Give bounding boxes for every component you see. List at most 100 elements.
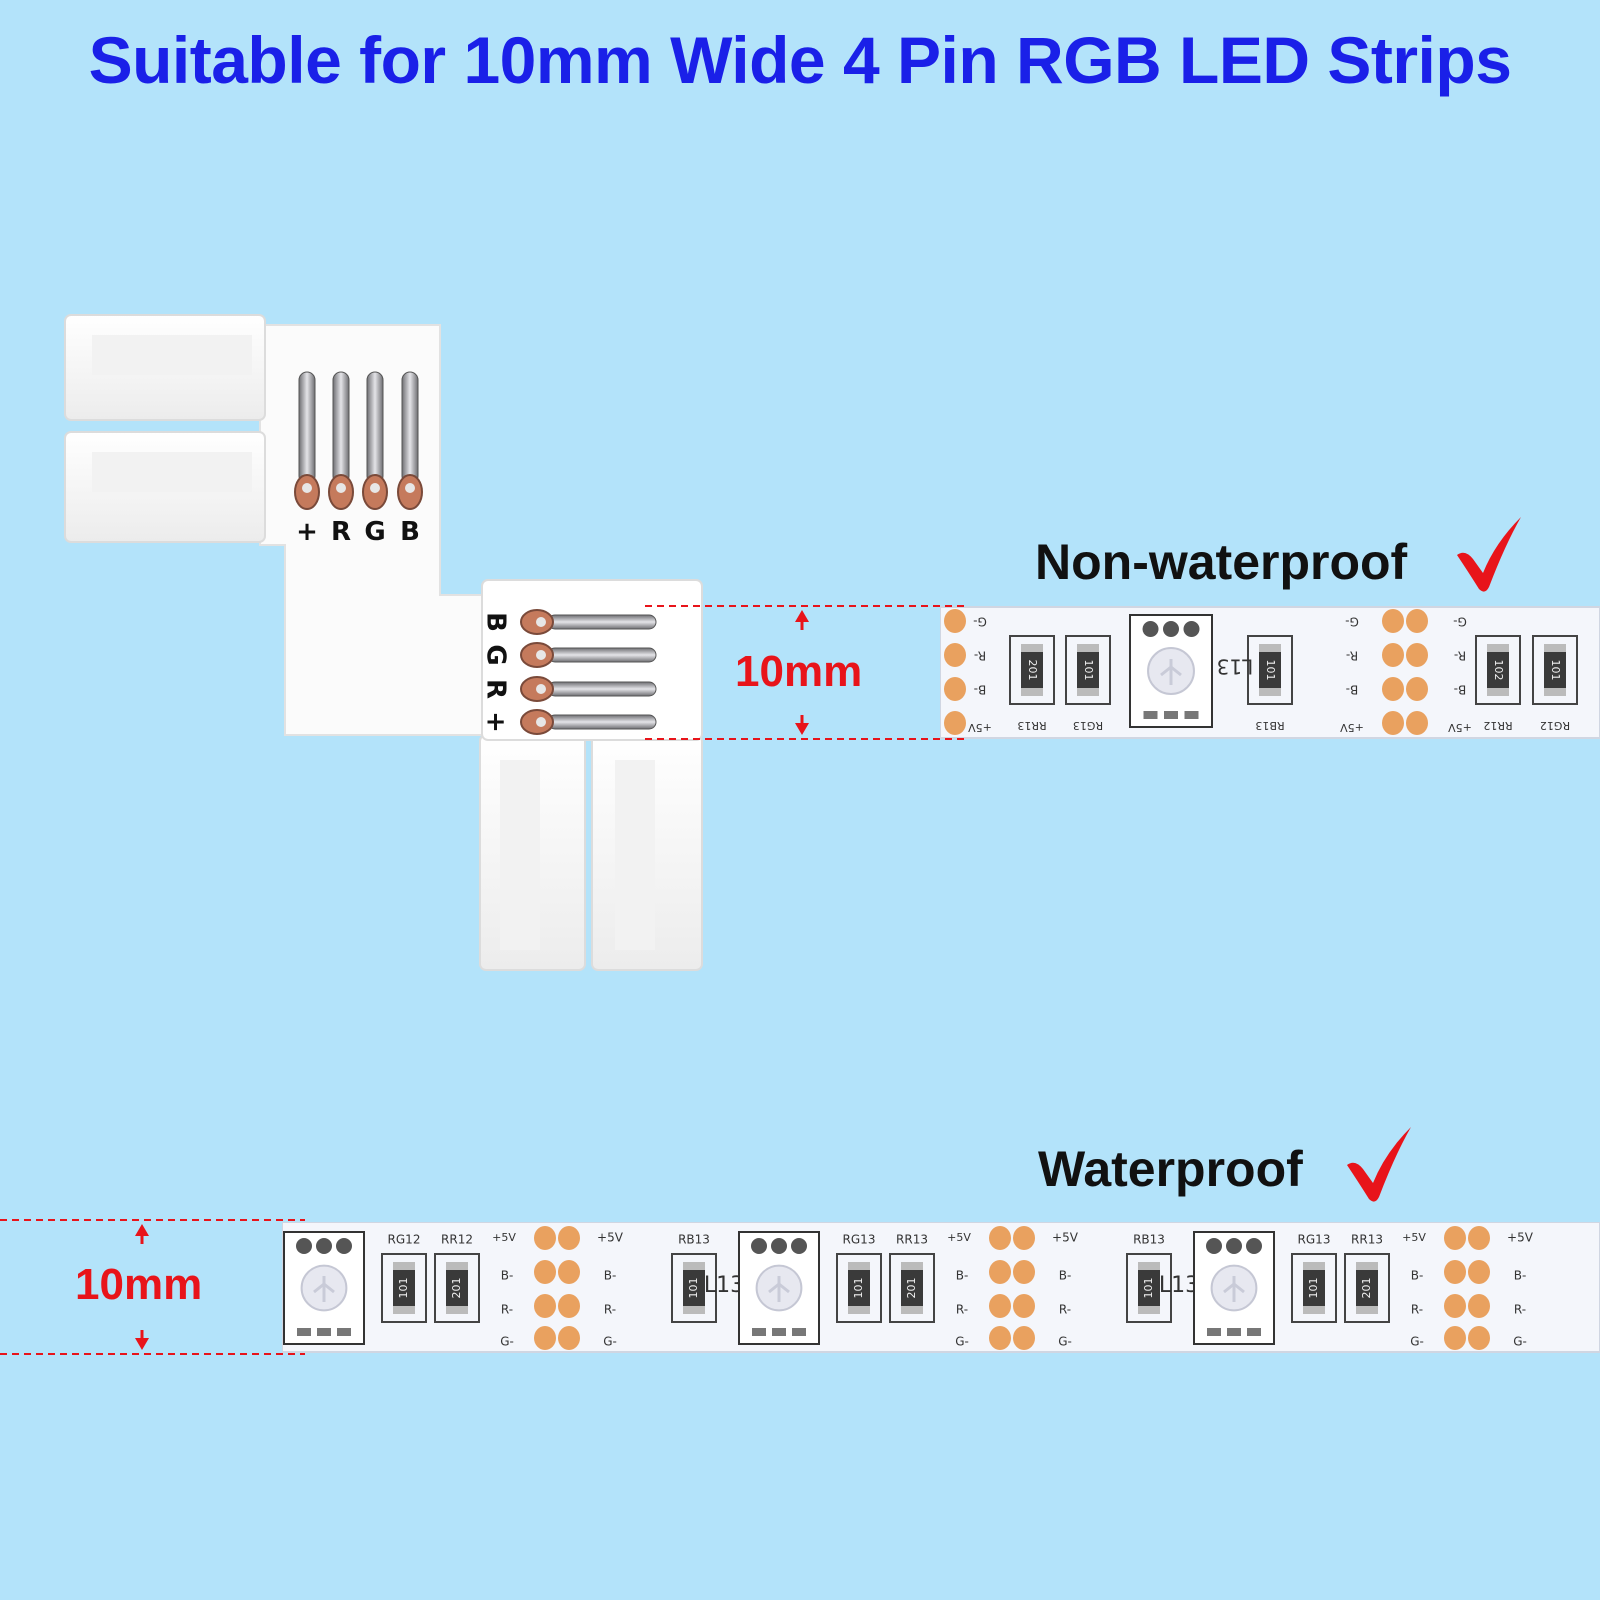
svg-text:B-: B- <box>1411 1269 1424 1283</box>
pin-label: R <box>331 517 351 547</box>
resistor: 201 <box>1344 1253 1390 1323</box>
svg-text:G-: G- <box>955 1335 969 1349</box>
svg-text:B-: B- <box>604 1269 617 1283</box>
svg-text:RG13: RG13 <box>1298 1233 1331 1247</box>
svg-text:+5V: +5V <box>1448 721 1472 734</box>
svg-text:+5V: +5V <box>492 1231 516 1244</box>
svg-text:201: 201 <box>905 1278 918 1299</box>
pin-label: B <box>481 612 511 632</box>
svg-text:RG12: RG12 <box>388 1233 421 1247</box>
headline: Suitable for 10mm Wide 4 Pin RGB LED Str… <box>88 23 1512 97</box>
waterproof-label: Waterproof <box>1038 1141 1303 1197</box>
svg-text:101: 101 <box>1307 1278 1320 1299</box>
svg-text:G-: G- <box>1345 615 1359 629</box>
svg-text:G-: G- <box>1058 1335 1072 1349</box>
svg-text:R-: R- <box>1059 1303 1071 1317</box>
svg-text:R-: R- <box>1514 1303 1526 1317</box>
pin-label: G <box>481 644 511 665</box>
svg-text:L13: L13 <box>704 1273 744 1298</box>
svg-text:+5V: +5V <box>1507 1231 1534 1245</box>
led-chip <box>283 1231 365 1345</box>
dimension-label: 10mm <box>735 647 863 696</box>
connector-pin <box>520 709 657 735</box>
resistor: 101 <box>671 1253 717 1323</box>
resistor: 101 <box>381 1253 427 1323</box>
svg-text:G-: G- <box>973 615 987 629</box>
svg-text:B-: B- <box>956 1269 969 1283</box>
svg-text:R-: R- <box>1411 1303 1423 1317</box>
svg-text:RB13: RB13 <box>1133 1233 1165 1247</box>
connector-pin <box>520 609 657 635</box>
led-chip <box>1193 1231 1275 1345</box>
svg-text:RG13: RG13 <box>1073 719 1103 732</box>
connector-pin <box>520 642 657 668</box>
led-chip <box>738 1231 820 1345</box>
connector-pin <box>397 371 423 510</box>
svg-text:201: 201 <box>1360 1278 1373 1299</box>
svg-text:+5V: +5V <box>1340 721 1364 734</box>
svg-text:RR13: RR13 <box>896 1233 928 1247</box>
svg-text:RB13: RB13 <box>1255 719 1284 732</box>
pin-label: R <box>481 679 511 699</box>
svg-text:B-: B- <box>501 1269 514 1283</box>
svg-text:G-: G- <box>603 1335 617 1349</box>
svg-text:RR12: RR12 <box>1483 719 1512 732</box>
svg-text:RG12: RG12 <box>1540 719 1570 732</box>
svg-text:101: 101 <box>1142 1278 1155 1299</box>
resistor: 102 <box>1475 635 1521 705</box>
pin-label: G <box>364 517 385 547</box>
svg-text:B-: B- <box>974 683 987 697</box>
resistor: 201 <box>434 1253 480 1323</box>
svg-text:G-: G- <box>1453 615 1467 629</box>
svg-text:+5V: +5V <box>1402 1231 1426 1244</box>
svg-text:R-: R- <box>956 1303 968 1317</box>
resistor: 201 <box>1009 635 1055 705</box>
svg-text:101: 101 <box>687 1278 700 1299</box>
svg-text:B-: B- <box>1514 1269 1527 1283</box>
svg-text:RR13: RR13 <box>1017 719 1046 732</box>
check-mark-icon <box>1457 517 1521 592</box>
svg-text:B-: B- <box>1059 1269 1072 1283</box>
svg-text:101: 101 <box>1264 660 1277 681</box>
svg-text:102: 102 <box>1492 660 1505 681</box>
connector-pin <box>362 371 388 510</box>
svg-text:RR13: RR13 <box>1351 1233 1383 1247</box>
connector-pin <box>520 676 657 702</box>
resistor: 101 <box>1126 1253 1172 1323</box>
pin-label: + <box>296 517 318 547</box>
connector-pin <box>294 371 320 510</box>
svg-text:201: 201 <box>1026 660 1039 681</box>
svg-text:RG13: RG13 <box>843 1233 876 1247</box>
svg-text:+5V: +5V <box>597 1231 624 1245</box>
check-mark-icon <box>1347 1127 1411 1202</box>
resistor: 101 <box>1065 635 1111 705</box>
svg-text:+5V: +5V <box>1052 1231 1079 1245</box>
svg-text:B-: B- <box>1346 683 1359 697</box>
svg-text:R-: R- <box>604 1303 616 1317</box>
resistor: 101 <box>1532 635 1578 705</box>
non-waterproof-label: Non-waterproof <box>1035 534 1408 590</box>
led-chip <box>1129 614 1213 728</box>
svg-text:G-: G- <box>500 1335 514 1349</box>
waterproof-strip: 101 201 RG12 RR12 +5V B- R- G- +5V B- R- G- 101 RB13L… <box>282 1222 1600 1353</box>
svg-text:G-: G- <box>1513 1335 1527 1349</box>
svg-text:201: 201 <box>450 1278 463 1299</box>
svg-text:101: 101 <box>1549 660 1562 681</box>
resistor: 101 <box>1247 635 1293 705</box>
svg-text:RR12: RR12 <box>441 1233 473 1247</box>
svg-text:L13: L13 <box>1217 655 1254 679</box>
svg-text:+5V: +5V <box>968 721 992 734</box>
connector-pin <box>328 371 354 510</box>
svg-text:101: 101 <box>852 1278 865 1299</box>
svg-text:+5V: +5V <box>947 1231 971 1244</box>
svg-text:101: 101 <box>1082 660 1095 681</box>
pin-label: B <box>400 517 420 547</box>
svg-text:R-: R- <box>1346 649 1358 663</box>
svg-text:R-: R- <box>1454 649 1466 663</box>
pin-label: + <box>481 711 511 733</box>
dimension-label: 10mm <box>75 1260 203 1309</box>
svg-text:R-: R- <box>501 1303 513 1317</box>
